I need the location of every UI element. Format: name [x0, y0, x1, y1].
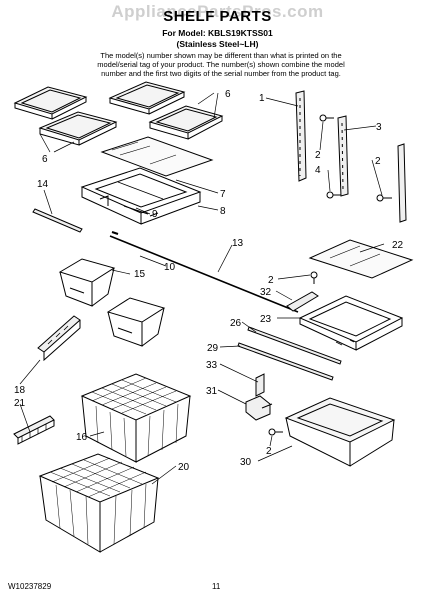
callout-2-upper: 2	[315, 150, 321, 161]
wire-basket-lower	[38, 453, 160, 553]
shelf-tray-mid-left	[38, 111, 118, 146]
callout-33: 33	[206, 360, 218, 371]
wire-divider	[13, 415, 55, 445]
clip-33	[255, 373, 265, 397]
callout-8: 8	[220, 206, 226, 217]
callout-3: 3	[376, 122, 382, 133]
slide-rail	[123, 205, 149, 215]
rail-middle	[337, 115, 349, 197]
callout-18: 18	[14, 385, 26, 396]
shelf-frame	[80, 167, 202, 225]
callout-30: 30	[240, 457, 252, 468]
callout-20: 20	[178, 462, 190, 473]
model-line: For Model: KBLS19KTSS01	[162, 28, 273, 38]
page-number: 11	[212, 582, 221, 591]
callout-32: 32	[260, 287, 272, 298]
callout-16: 16	[76, 432, 88, 443]
shelf-rod	[109, 235, 299, 313]
watermark: AppliancePartsPros.com	[111, 2, 324, 21]
model-notice: The model(s) number shown may be differe…	[97, 51, 345, 79]
callout-2-mid: 2	[268, 275, 274, 286]
variant-line: (Stainless Steel~LH)	[176, 39, 259, 49]
wire-basket-upper	[80, 373, 192, 463]
crisper-drawer	[284, 397, 396, 467]
storage-bin-top	[58, 258, 116, 307]
callout-1: 1	[259, 93, 265, 104]
callout-6-left: 6	[42, 154, 48, 165]
document-number: W10237829	[8, 582, 52, 591]
callout-26: 26	[230, 318, 242, 329]
callout-9: 9	[152, 209, 158, 220]
callout-7: 7	[220, 189, 226, 200]
rail-right	[397, 143, 407, 223]
storage-bin-bottom	[106, 297, 166, 347]
callout-2-lower: 2	[266, 446, 272, 457]
callout-2-right: 2	[375, 156, 381, 167]
callout-23: 23	[260, 314, 272, 325]
crisper-cover-frame	[298, 295, 404, 351]
shelf-tray-mid-right	[148, 105, 224, 140]
callout-10: 10	[164, 262, 176, 273]
glass-shelf-right	[308, 239, 414, 279]
callout-4: 4	[315, 165, 321, 176]
shelf-tray-top-right	[108, 81, 186, 115]
callout-13: 13	[232, 238, 244, 249]
callout-6-top: 6	[225, 89, 231, 100]
bin-divider	[37, 315, 81, 362]
trim-strip-left	[32, 208, 83, 233]
shelf-tray-top-left	[13, 86, 88, 120]
glass-shelf	[100, 136, 214, 177]
support-bracket	[286, 291, 319, 312]
callout-15: 15	[134, 269, 146, 280]
callout-29: 29	[207, 343, 219, 354]
screw-set	[268, 114, 392, 436]
rail-left	[295, 90, 307, 182]
page-title: SHELF PARTS	[163, 8, 272, 25]
trim-strip-26	[247, 326, 342, 365]
callout-14: 14	[37, 179, 49, 190]
callout-31: 31	[206, 386, 218, 397]
callout-22: 22	[392, 240, 404, 251]
callout-21: 21	[14, 398, 26, 409]
trim-strip-29	[237, 342, 334, 381]
hinge-bracket	[245, 395, 273, 421]
